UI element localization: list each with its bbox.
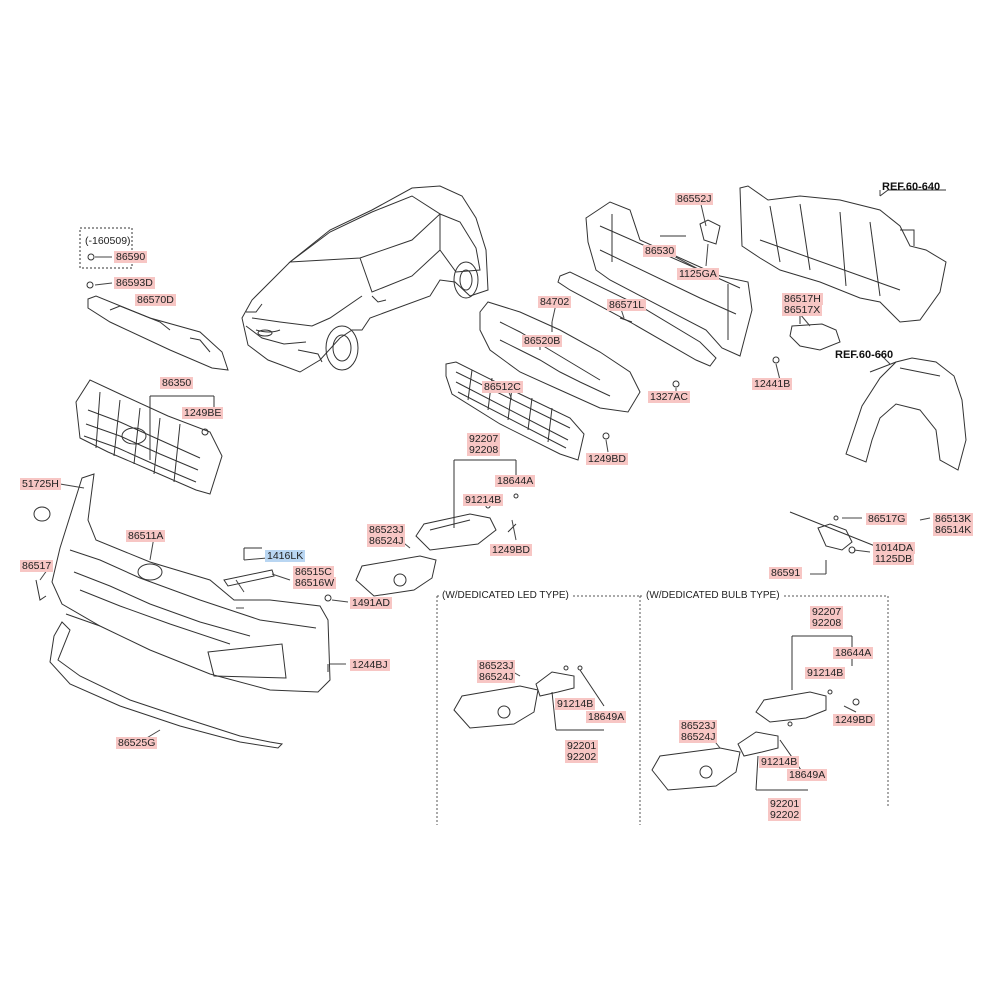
part-86517X[interactable]: 86517X (782, 304, 823, 316)
part-86514K[interactable]: 86514K (933, 524, 974, 536)
bulb-part-92202[interactable]: 92202 (768, 809, 802, 821)
part-86571L[interactable]: 86571L (607, 299, 647, 311)
part-86530[interactable]: 86530 (643, 245, 677, 257)
led-part-92201[interactable]: 92201 (565, 740, 599, 752)
bulb-part-92207[interactable]: 92207 (810, 606, 844, 618)
part-86517G[interactable]: 86517G (866, 513, 908, 525)
bulb-part-86523J[interactable]: 86523J (679, 720, 718, 732)
bulb-section-title: (W/DEDICATED BULB TYPE) (644, 590, 782, 601)
ref-60-660-link[interactable]: REF.60-660 (835, 349, 894, 361)
part-86520B[interactable]: 86520B (522, 335, 563, 347)
date-note: (-160509) (85, 235, 131, 247)
part-12441B[interactable]: 12441B (752, 378, 793, 390)
part-18644A[interactable]: 18644A (495, 475, 536, 487)
bumper-strip-drawing (223, 547, 332, 672)
part-1244BJ[interactable]: 1244BJ (350, 659, 390, 671)
bulb-part-86524J[interactable]: 86524J (679, 731, 718, 743)
part-86524J[interactable]: 86524J (367, 535, 406, 547)
emblem-drawing (33, 506, 51, 522)
ref-60-640-link[interactable]: REF.60-640 (882, 181, 941, 193)
part-91214B[interactable]: 91214B (463, 494, 504, 506)
part-86591[interactable]: 86591 (769, 567, 803, 579)
bulb-part-92201[interactable]: 92201 (768, 798, 802, 810)
bulb-section-drawing (651, 635, 860, 791)
part-92207[interactable]: 92207 (467, 433, 501, 445)
led-part-91214B[interactable]: 91214B (555, 698, 596, 710)
part-1014DA[interactable]: 1014DA (873, 542, 915, 554)
part-86570D[interactable]: 86570D (135, 294, 176, 306)
led-section-title: (W/DEDICATED LED TYPE) (440, 590, 571, 601)
grille-drawing (75, 379, 223, 495)
bulb-part-18649A[interactable]: 18649A (787, 769, 828, 781)
energy-absorber-drawing (479, 301, 680, 413)
led-part-18649A[interactable]: 18649A (586, 711, 627, 723)
part-92208[interactable]: 92208 (467, 444, 501, 456)
part-86517[interactable]: 86517 (20, 560, 54, 572)
led-section-frame (436, 595, 889, 825)
part-84702[interactable]: 84702 (538, 296, 572, 308)
part-86515C[interactable]: 86515C (293, 566, 334, 578)
part-86513K[interactable]: 86513K (933, 513, 974, 525)
part-86512C[interactable]: 86512C (482, 381, 523, 393)
part-1125GA[interactable]: 1125GA (677, 268, 719, 280)
part-86552J[interactable]: 86552J (675, 193, 714, 205)
lower-grille-drawing (445, 361, 610, 461)
bulb-part-91214B[interactable]: 91214B (805, 667, 846, 679)
absorber-rod-drawing (557, 271, 717, 367)
led-section-drawing (453, 665, 605, 731)
bumper-bracket-drawing (772, 312, 841, 364)
part-1249BE[interactable]: 1249BE (182, 407, 224, 419)
part-86590[interactable]: 86590 (114, 251, 148, 263)
part-1416LK[interactable]: 1416LK (265, 550, 306, 562)
led-part-92202[interactable]: 92202 (565, 751, 599, 763)
part-86593D[interactable]: 86593D (114, 277, 155, 289)
car-illustration (241, 185, 489, 373)
bulb-part-92208[interactable]: 92208 (810, 617, 844, 629)
led-part-86524J[interactable]: 86524J (477, 671, 516, 683)
drl-lamp-drawing (355, 459, 519, 597)
part-86517H[interactable]: 86517H (782, 293, 823, 305)
lower-lip-drawing (49, 621, 284, 749)
front-bumper-drawing (35, 473, 331, 693)
part-86350[interactable]: 86350 (160, 377, 194, 389)
part-86516W[interactable]: 86516W (293, 577, 337, 589)
part-1327AC[interactable]: 1327AC (648, 391, 690, 403)
part-1491AD[interactable]: 1491AD (350, 597, 392, 609)
lower-side-bracket-drawing (789, 511, 881, 574)
bulb-part-18644A[interactable]: 18644A (833, 647, 874, 659)
part-86525G[interactable]: 86525G (116, 737, 158, 749)
part-1125DB[interactable]: 1125DB (873, 553, 915, 565)
part-51725H[interactable]: 51725H (20, 478, 61, 490)
part-1249BD-2[interactable]: 1249BD (490, 544, 532, 556)
part-1249BD[interactable]: 1249BD (586, 453, 628, 465)
bumper-beam-drawing (585, 201, 753, 357)
part-86511A[interactable]: 86511A (126, 530, 166, 542)
radiator-support-drawing (739, 185, 947, 323)
bulb-part-91214B-2[interactable]: 91214B (759, 756, 800, 768)
fender-drawing (845, 357, 967, 471)
part-86523J[interactable]: 86523J (367, 524, 406, 536)
led-part-86523J[interactable]: 86523J (477, 660, 516, 672)
bulb-part-1249BD[interactable]: 1249BD (833, 714, 875, 726)
upper-cover-drawing (79, 227, 229, 371)
